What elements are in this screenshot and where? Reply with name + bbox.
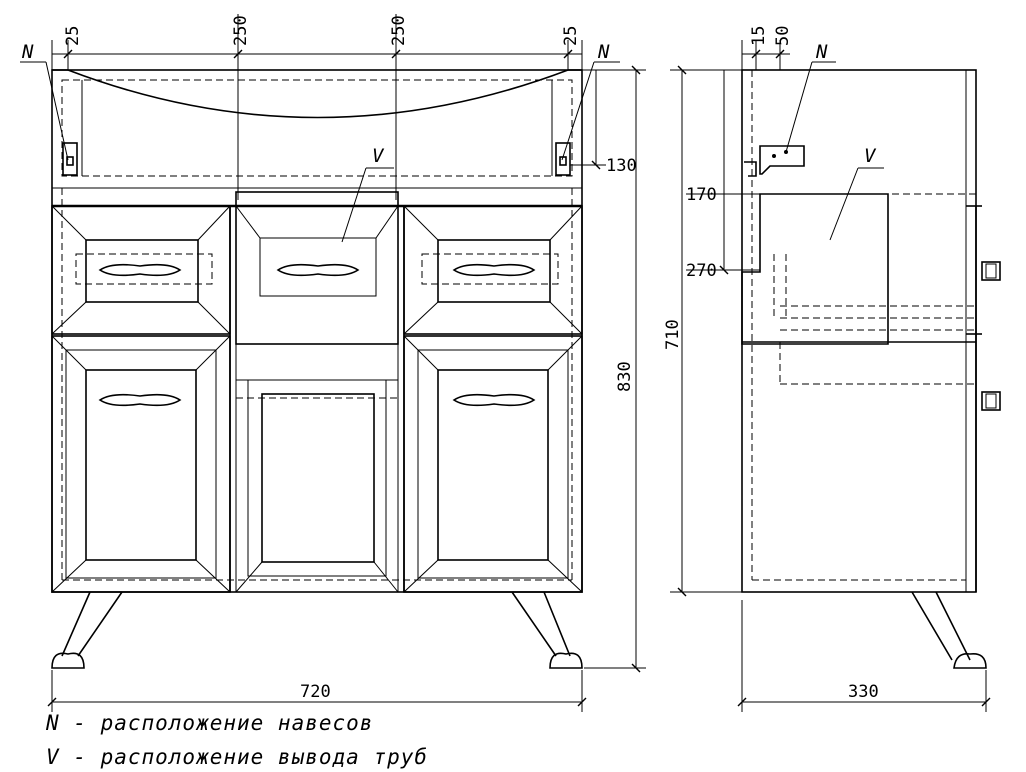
- dim-830: 830: [615, 361, 635, 392]
- front-outline: [51, 69, 583, 593]
- handle-icon: [452, 393, 536, 407]
- door-middle: [235, 379, 399, 593]
- side-handle-lower: [981, 391, 1001, 411]
- legs: [51, 591, 583, 669]
- legend-n: N - расположение навесов: [45, 711, 373, 735]
- dim-15: 15: [749, 26, 769, 46]
- legend: N - расположение навесов V - расположени…: [45, 711, 428, 769]
- dim-720: 720: [300, 682, 331, 702]
- dim-50: 50: [773, 26, 793, 46]
- side-hanger: [759, 145, 805, 175]
- marker-n-side: N: [815, 41, 828, 63]
- pipe-outlet-zone: [235, 191, 399, 345]
- dim-25-left: 25: [63, 26, 83, 46]
- basin-curve: [67, 69, 569, 119]
- side-outline: [741, 69, 977, 593]
- dim-250-right: 250: [389, 15, 409, 46]
- dim-330: 330: [848, 682, 879, 702]
- hanger-left: [62, 142, 78, 176]
- side-dimensions: 15 50 170 270 710 330 N V: [663, 26, 991, 712]
- handle-icon: [98, 393, 182, 407]
- side-leg: [911, 591, 971, 661]
- side-handle-upper: [981, 261, 1001, 281]
- front-view: [51, 69, 583, 669]
- dim-710: 710: [663, 319, 683, 350]
- drawer-right: [403, 205, 583, 335]
- marker-v-side: V: [864, 145, 877, 167]
- handle-icon: [276, 263, 360, 277]
- handle-icon: [452, 263, 536, 277]
- side-pipe-zone: [741, 193, 889, 345]
- side-view: [741, 69, 1001, 669]
- dim-170: 170: [686, 185, 717, 205]
- dim-25-right: 25: [561, 26, 581, 46]
- dim-270: 270: [686, 261, 717, 281]
- legend-v: V - расположение вывода труб: [46, 745, 428, 769]
- drawer-middle: [235, 191, 399, 399]
- marker-n-right: N: [597, 41, 610, 63]
- handle-icon: [98, 263, 182, 277]
- dim-250-left: 250: [231, 15, 251, 46]
- marker-n-left: N: [21, 41, 34, 63]
- marker-v-front: V: [372, 145, 385, 167]
- drawer-left: [51, 205, 231, 335]
- front-dimensions: 25 250 250 25 130 830 720 N N V: [20, 14, 646, 712]
- door-left: [51, 335, 231, 593]
- door-right: [403, 335, 583, 593]
- dim-130: 130: [606, 156, 637, 176]
- hanger-right: [555, 142, 571, 176]
